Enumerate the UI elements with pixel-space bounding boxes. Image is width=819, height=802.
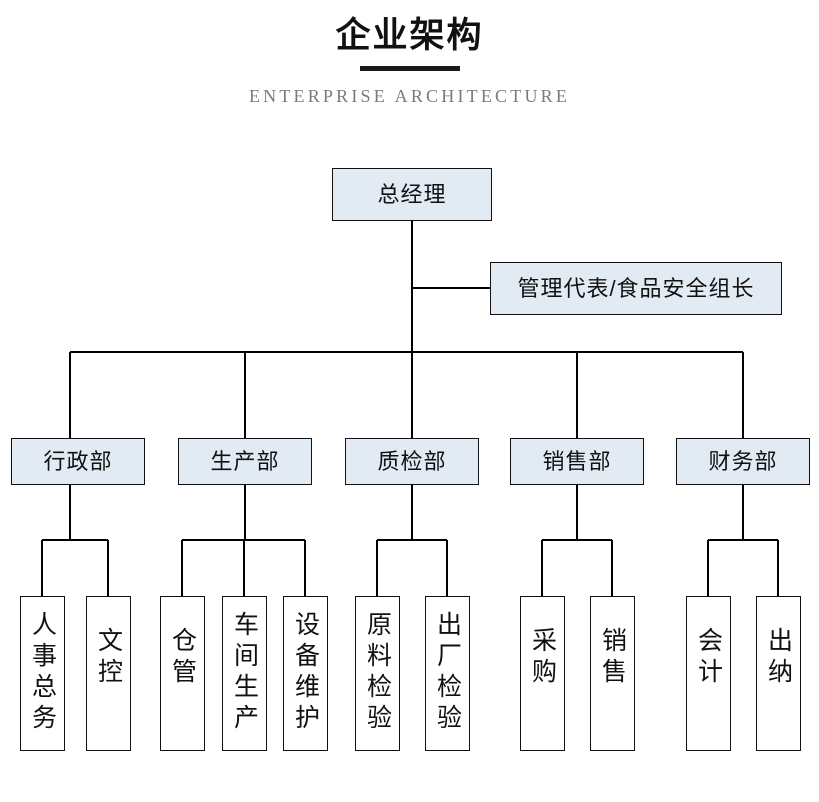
page-subtitle: ENTERPRISE ARCHITECTURE <box>248 86 571 106</box>
node-team-workshop-production[interactable]: 车间生产 <box>222 596 267 751</box>
node-general-manager-label: 总经理 <box>377 181 447 207</box>
node-team-doc-control-label: 文控 <box>94 627 123 689</box>
node-team-factory-inspection[interactable]: 出厂检验 <box>425 596 470 751</box>
node-department-production-label: 生产部 <box>210 448 280 474</box>
node-team-hr-affairs-label: 人事总务 <box>28 611 57 735</box>
node-management-representative[interactable]: 管理代表/食品安全组长 <box>490 262 782 315</box>
node-department-admin[interactable]: 行政部 <box>11 438 145 485</box>
node-team-procurement-label: 采购 <box>528 627 557 689</box>
node-department-finance[interactable]: 财务部 <box>676 438 810 485</box>
node-department-sales[interactable]: 销售部 <box>510 438 644 485</box>
node-team-warehouse[interactable]: 仓管 <box>160 596 205 751</box>
node-team-procurement[interactable]: 采购 <box>520 596 565 751</box>
node-team-factory-inspection-label: 出厂检验 <box>433 611 462 735</box>
node-department-production[interactable]: 生产部 <box>178 438 312 485</box>
node-team-cashier-label: 出纳 <box>764 627 793 689</box>
chart-header: 企业架构 ENTERPRISE ARCHITECTURE <box>0 0 819 130</box>
node-department-admin-label: 行政部 <box>43 448 113 474</box>
node-team-workshop-production-label: 车间生产 <box>230 611 259 735</box>
node-management-representative-label: 管理代表/食品安全组长 <box>517 275 755 301</box>
node-team-selling-label: 销售 <box>598 627 627 689</box>
page-title: 企业架构 <box>335 16 484 55</box>
node-department-quality-label: 质检部 <box>377 448 447 474</box>
node-team-equipment-maintenance[interactable]: 设备维护 <box>283 596 328 751</box>
node-general-manager[interactable]: 总经理 <box>332 168 492 221</box>
node-department-quality[interactable]: 质检部 <box>345 438 479 485</box>
node-team-accounting-label: 会计 <box>694 627 723 689</box>
node-department-finance-label: 财务部 <box>708 448 778 474</box>
title-divider <box>359 66 460 71</box>
node-team-doc-control[interactable]: 文控 <box>86 596 131 751</box>
node-team-hr-affairs[interactable]: 人事总务 <box>20 596 65 751</box>
node-team-raw-material-inspection[interactable]: 原料检验 <box>355 596 400 751</box>
node-team-raw-material-inspection-label: 原料检验 <box>363 611 392 735</box>
node-team-cashier[interactable]: 出纳 <box>756 596 801 751</box>
node-department-sales-label: 销售部 <box>542 448 612 474</box>
node-team-accounting[interactable]: 会计 <box>686 596 731 751</box>
node-team-warehouse-label: 仓管 <box>168 627 197 689</box>
node-team-equipment-maintenance-label: 设备维护 <box>291 611 320 735</box>
node-team-selling[interactable]: 销售 <box>590 596 635 751</box>
